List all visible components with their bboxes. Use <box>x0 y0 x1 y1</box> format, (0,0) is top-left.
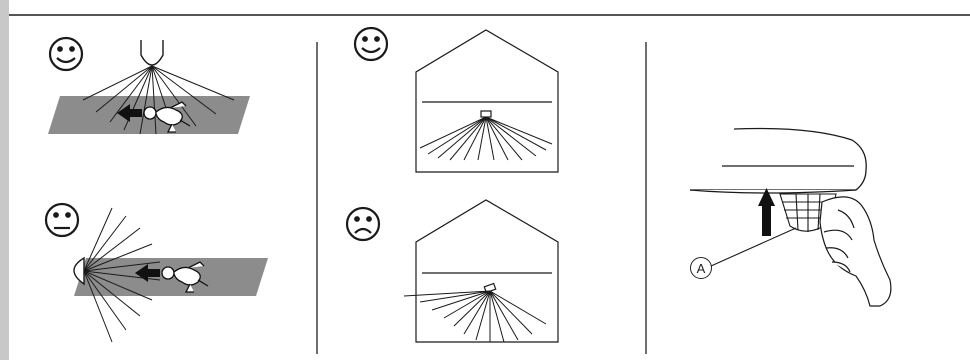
push-up-arrow <box>758 188 775 236</box>
callout-leader-line <box>711 228 796 266</box>
hand-icon <box>820 197 891 306</box>
sensor-housing <box>690 128 866 193</box>
callout-label-a: A <box>690 257 712 279</box>
